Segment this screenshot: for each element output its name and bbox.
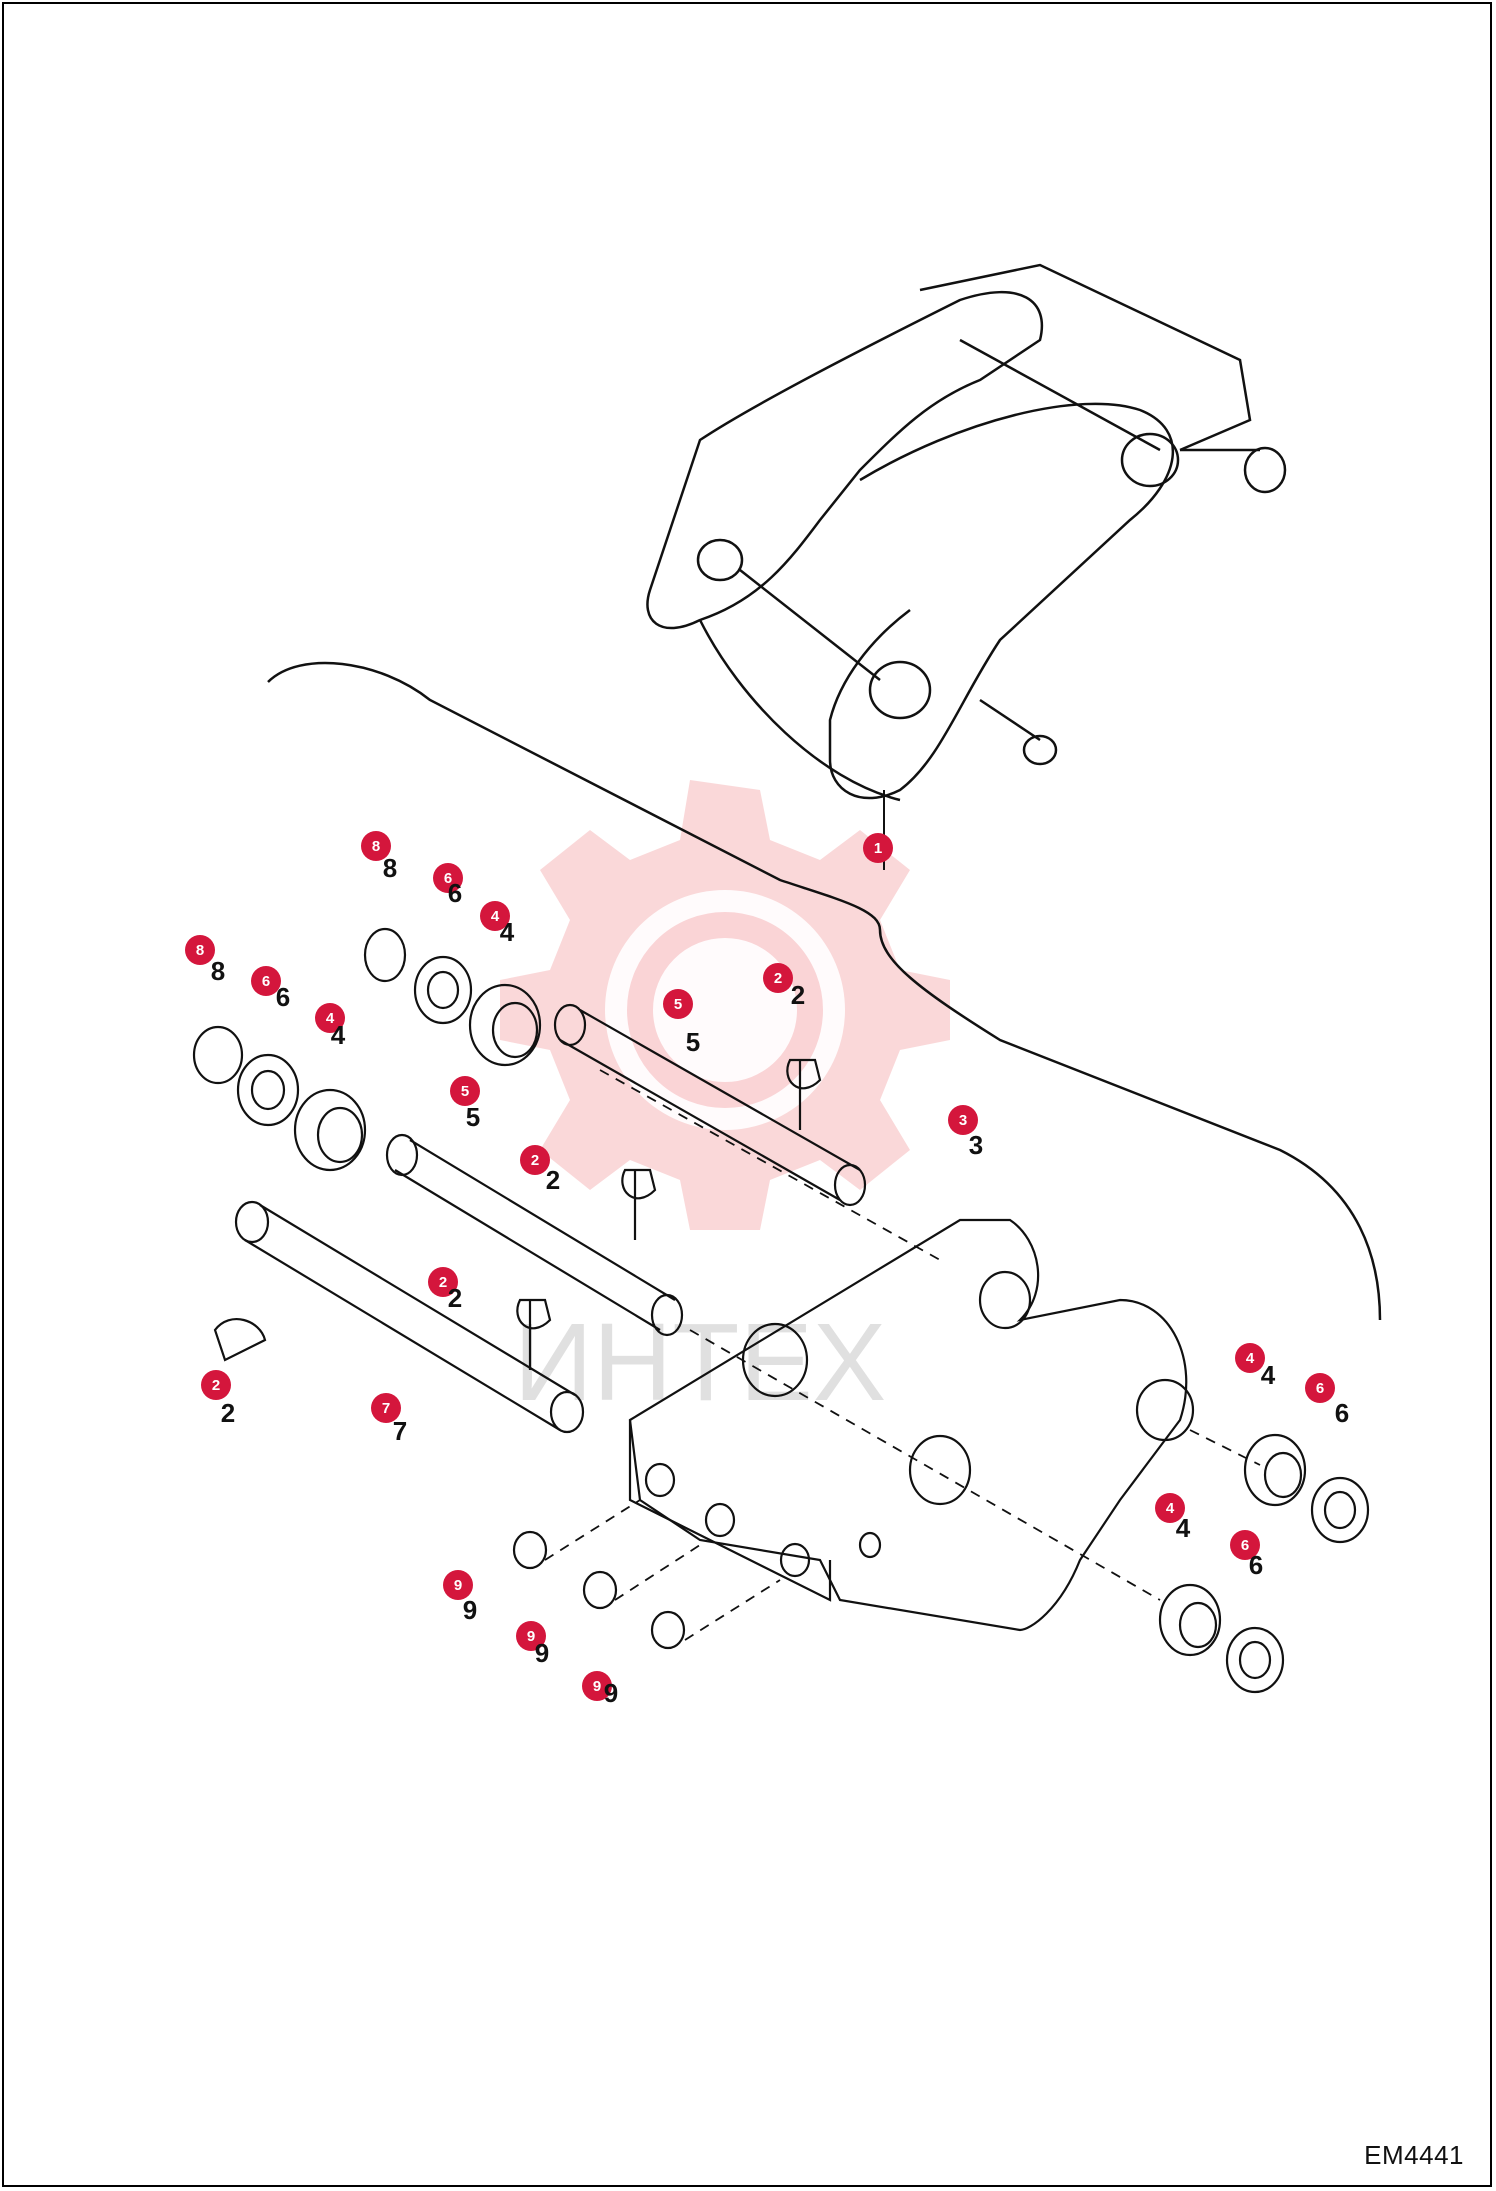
- diagram-id: EM4441: [1364, 2140, 1464, 2170]
- part-number-label: 5: [465, 1102, 481, 1132]
- callout-badge-part-6[interactable]: 6: [433, 863, 463, 893]
- part-number-label: 6: [1248, 1550, 1264, 1580]
- hidden-lines: [544, 1069, 1261, 1641]
- callout-badge-part-6[interactable]: 6: [251, 966, 281, 996]
- part-number-label: 2: [220, 1398, 236, 1428]
- assembly-bracket: [267, 661, 1382, 1321]
- part-number-label: 3: [968, 1130, 984, 1160]
- part-number-label: 6: [447, 878, 463, 908]
- callout-badge-part-8[interactable]: 8: [185, 935, 215, 965]
- watermark-ring: [627, 912, 823, 1108]
- part-number-label: 6: [1334, 1398, 1350, 1428]
- part-number-label: 2: [790, 980, 806, 1010]
- part-number-label: 4: [330, 1020, 346, 1050]
- callout-badge-part-3[interactable]: 3: [948, 1105, 978, 1135]
- part-number-label: 6: [275, 982, 291, 1012]
- part-number-label: 2: [545, 1165, 561, 1195]
- callout-badge-part-5[interactable]: 5: [450, 1076, 480, 1106]
- assembled-coupler: [646, 263, 1287, 802]
- part-number-label: 4: [1260, 1360, 1276, 1390]
- callout-badge-part-4[interactable]: 4: [480, 901, 510, 931]
- callout-badge-part-5[interactable]: 5: [663, 989, 693, 1019]
- callout-badge-part-9[interactable]: 9: [516, 1621, 546, 1651]
- callout-badge-part-2[interactable]: 2: [763, 963, 793, 993]
- part-number-label: 4: [499, 917, 515, 947]
- exploded-parts: [192, 927, 1370, 1694]
- callout-badge-part-2[interactable]: 2: [428, 1267, 458, 1297]
- callout-badge-part-4[interactable]: 4: [1155, 1493, 1185, 1523]
- callout-badge-part-6[interactable]: 6: [1230, 1530, 1260, 1560]
- part-number-label: 7: [392, 1416, 408, 1446]
- watermark-text: ИНТЕХ: [514, 1301, 886, 1424]
- callout-badge-part-9[interactable]: 9: [443, 1570, 473, 1600]
- callout-badge-part-4[interactable]: 4: [315, 1003, 345, 1033]
- part-number-label: 2: [447, 1283, 463, 1313]
- callout-badge-part-1[interactable]: 1: [863, 833, 893, 863]
- part-number-label: 8: [210, 956, 226, 986]
- part-number-label: 9: [534, 1638, 550, 1668]
- part-number-label: 9: [462, 1595, 478, 1625]
- part-number-label: 4: [1175, 1513, 1191, 1543]
- callout-badge-part-9[interactable]: 9: [582, 1671, 612, 1701]
- part-number-label: 8: [382, 853, 398, 883]
- callout-badge-part-4[interactable]: 4: [1235, 1343, 1265, 1373]
- part-number-label: 5: [685, 1027, 701, 1057]
- callout-badge-part-6[interactable]: 6: [1305, 1373, 1335, 1403]
- callout-badge-part-8[interactable]: 8: [361, 831, 391, 861]
- part-number-label: 9: [603, 1678, 619, 1708]
- callout-badge-part-2[interactable]: 2: [520, 1145, 550, 1175]
- callout-badge-part-2[interactable]: 2: [201, 1370, 231, 1400]
- callout-badge-part-7[interactable]: 7: [371, 1393, 401, 1423]
